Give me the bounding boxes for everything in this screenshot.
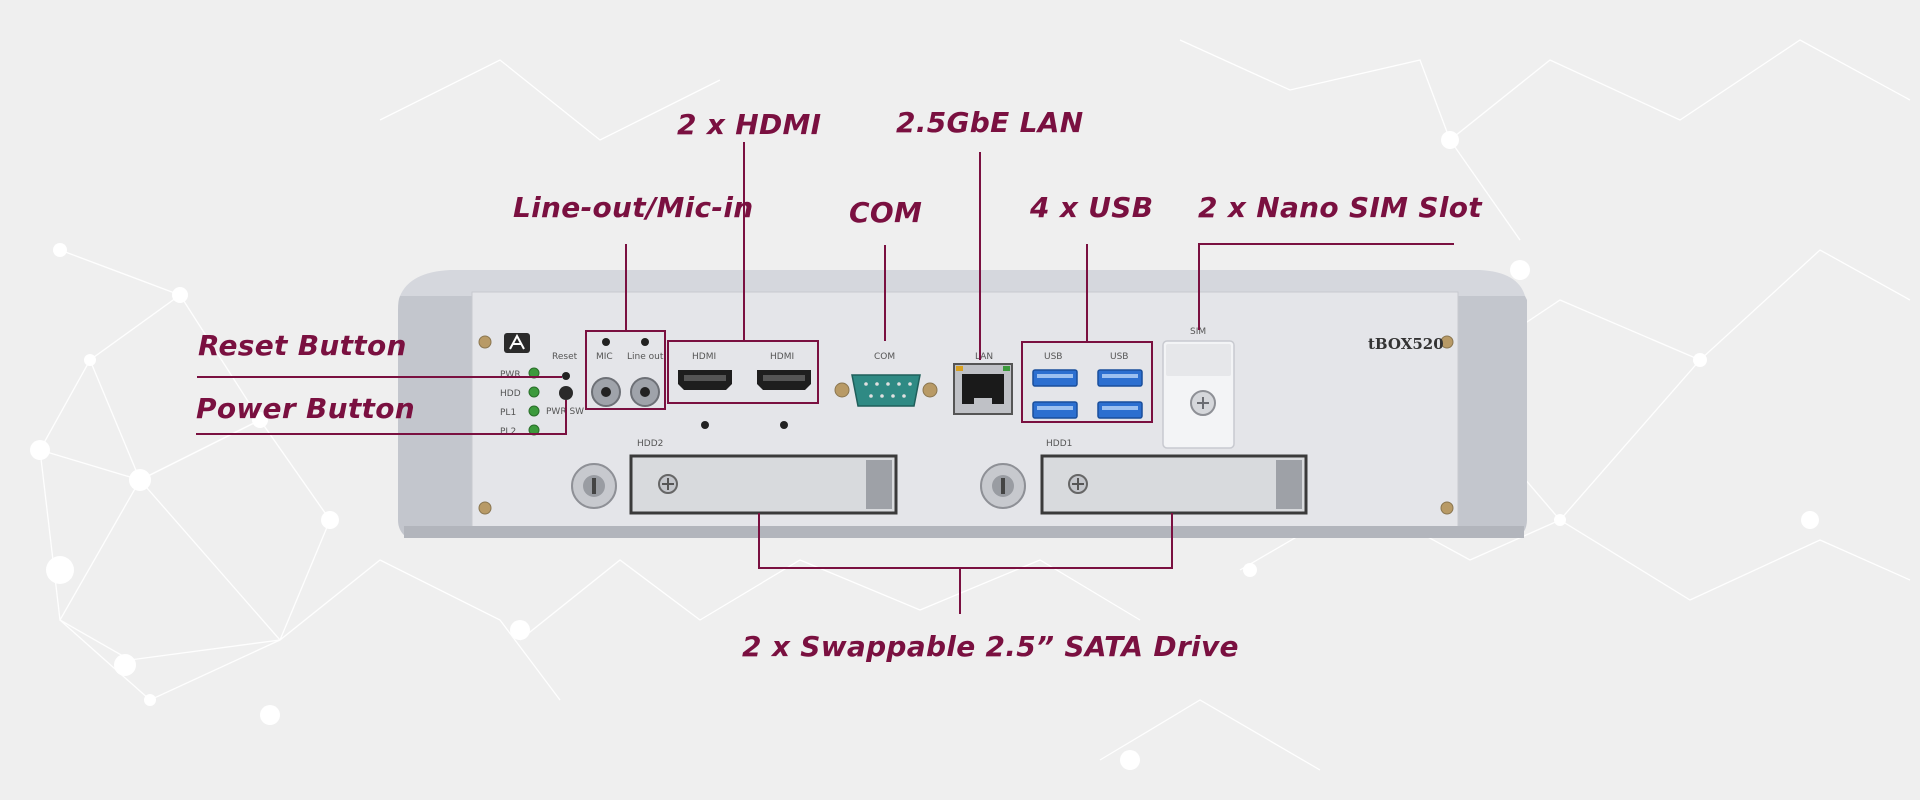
- model-label: tBOX520: [1368, 335, 1444, 353]
- callout-usb: 4 x USB: [1030, 191, 1154, 224]
- hdmi-b-label: HDMI: [770, 352, 794, 362]
- mic-label: MIC: [596, 352, 613, 362]
- hdmi-indicator-2: [780, 421, 788, 429]
- brand-logo: [504, 333, 530, 353]
- sim-label: SIM: [1190, 327, 1206, 337]
- com-port-label: COM: [874, 352, 895, 362]
- led-label-hdd: HDD: [500, 389, 521, 399]
- hdd1-tray[interactable]: [1040, 454, 1308, 515]
- line-out-label: Line out: [627, 352, 664, 362]
- callout-sim: 2 x Nano SIM Slot: [1198, 191, 1482, 224]
- led-label-pwr: PWR: [500, 370, 521, 380]
- power-button[interactable]: [559, 386, 573, 400]
- usb-label-1: USB: [1044, 352, 1062, 362]
- led-hdd: [528, 386, 540, 398]
- hdmi-port-2[interactable]: [757, 370, 811, 390]
- hdd2-tray[interactable]: [629, 454, 898, 515]
- hdd2-label: HDD2: [637, 439, 663, 449]
- hdmi-indicator-1: [701, 421, 709, 429]
- callout-power: Power Button: [196, 392, 415, 425]
- sim-slot-cover[interactable]: [1162, 340, 1235, 449]
- mic-in-jack[interactable]: [591, 377, 621, 407]
- hdd2-lock[interactable]: [571, 463, 617, 509]
- lan-port[interactable]: [953, 363, 1013, 415]
- lan-port-label: LAN: [975, 352, 993, 362]
- callout-audio: Line-out/Mic-in: [513, 191, 754, 224]
- led-label-pl1: PL1: [500, 408, 516, 418]
- led-label-pl2: PL2: [500, 427, 516, 437]
- hdd1-lock[interactable]: [980, 463, 1026, 509]
- led-pl1: [528, 405, 540, 417]
- com-port[interactable]: [834, 374, 938, 407]
- reset-port-label: Reset: [552, 352, 578, 362]
- callout-reset: Reset Button: [198, 329, 407, 362]
- callout-leader-lines: [196, 142, 1454, 614]
- hdmi-port-1[interactable]: [678, 370, 732, 390]
- callout-com: COM: [849, 196, 923, 229]
- callout-sata: 2 x Swappable 2.5” SATA Drive: [742, 630, 1239, 663]
- callout-lan: 2.5GbE LAN: [896, 106, 1084, 139]
- usb-label-2: USB: [1110, 352, 1128, 362]
- callout-hdmi: 2 x HDMI: [677, 108, 822, 141]
- line-out-jack[interactable]: [630, 377, 660, 407]
- reset-button[interactable]: [562, 372, 570, 380]
- hdd1-label: HDD1: [1046, 439, 1072, 449]
- hdmi-a-label: HDMI: [692, 352, 716, 362]
- audio-jacks: MIC Line out: [591, 338, 664, 407]
